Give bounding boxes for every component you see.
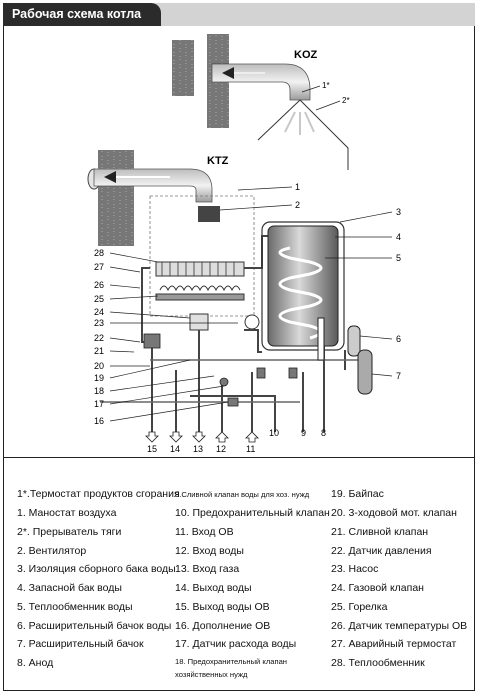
label-11: 11 bbox=[246, 444, 255, 454]
legend-item: 1. Маностат воздуха bbox=[17, 507, 117, 519]
label-18: 18 bbox=[94, 386, 104, 396]
leader-c2 bbox=[315, 100, 341, 111]
expansion-vessel-7 bbox=[357, 349, 373, 395]
legend-item: 9.Сливной клапан воды для хоз. нужд bbox=[175, 490, 310, 499]
label-25: 25 bbox=[94, 294, 104, 304]
leader-6 bbox=[359, 335, 393, 340]
label-10: 10 bbox=[269, 428, 279, 438]
label-13: 13 bbox=[193, 444, 203, 454]
label-6: 6 bbox=[396, 334, 401, 344]
leader-c1 bbox=[301, 85, 321, 93]
label-24: 24 bbox=[94, 307, 104, 317]
legend: 1*.Термостат продуктов сгорания 1. Манос… bbox=[3, 478, 475, 688]
legend-item: 21. Сливной клапан bbox=[331, 526, 429, 538]
label-4: 4 bbox=[396, 232, 401, 242]
legend-item: 24. Газовой клапан bbox=[331, 582, 424, 594]
legend-item: 10. Предохранительный клапан bbox=[175, 507, 330, 519]
label-2: 2 bbox=[295, 200, 300, 210]
legend-item: 2*. Прерыватель тяги bbox=[17, 526, 122, 538]
legend-item: 5. Теплообменник воды bbox=[17, 601, 133, 613]
legend-item: 6. Расширительный бачок воды bbox=[17, 620, 172, 632]
legend-item: 7. Расширительный бачок bbox=[17, 638, 144, 650]
leader-3 bbox=[339, 211, 393, 223]
label-1: 1 bbox=[295, 182, 300, 192]
legend-item: 1*.Термостат продуктов сгорания bbox=[17, 488, 180, 500]
legend-item: 12. Вход воды bbox=[175, 545, 244, 557]
ktz-label: KTZ bbox=[207, 155, 229, 167]
legend-item: 13. Вход газа bbox=[175, 563, 240, 575]
heat-exchanger bbox=[155, 261, 245, 277]
fan bbox=[198, 206, 220, 222]
leader-7 bbox=[371, 373, 393, 377]
boiler-diagram: KOZ 1* 2* KTZ 1 2 bbox=[87, 34, 401, 454]
tank-coil bbox=[278, 246, 323, 340]
label-5: 5 bbox=[396, 253, 401, 263]
legend-item: 8. Анод bbox=[17, 657, 54, 669]
anode bbox=[317, 317, 325, 361]
water-tank bbox=[267, 225, 339, 347]
legend-item: 17. Датчик расхода воды bbox=[175, 638, 297, 650]
expansion-vessel-6 bbox=[347, 325, 361, 357]
legend-item: 15. Выход воды ОВ bbox=[175, 601, 270, 613]
valves bbox=[143, 333, 298, 407]
label-16: 16 bbox=[94, 416, 104, 426]
label-15: 15 bbox=[147, 444, 157, 454]
label-7: 7 bbox=[396, 371, 401, 381]
label-9: 9 bbox=[301, 428, 306, 438]
label-8: 8 bbox=[321, 428, 326, 438]
legend-item: 3. Изоляция сборного бака воды bbox=[17, 563, 176, 575]
label-c1: 1* bbox=[322, 81, 330, 90]
label-27: 27 bbox=[94, 262, 104, 272]
legend-divider bbox=[3, 457, 475, 458]
label-21: 21 bbox=[94, 346, 104, 356]
legend-item: 16. Дополнение ОВ bbox=[175, 620, 271, 632]
legend-item: 27. Аварийный термостат bbox=[331, 638, 457, 650]
label-3: 3 bbox=[396, 207, 401, 217]
legend-item: 23. Насос bbox=[331, 563, 379, 575]
label-c2: 2* bbox=[342, 96, 350, 105]
koz-label: KOZ bbox=[294, 49, 318, 61]
water-tank-insulation bbox=[261, 221, 345, 351]
left-leader-lines bbox=[109, 252, 238, 422]
legend-item: 14. Выход воды bbox=[175, 582, 252, 594]
legend-item: 26. Датчик температуры ОВ bbox=[331, 620, 468, 632]
label-12: 12 bbox=[216, 444, 226, 454]
label-19: 19 bbox=[94, 373, 104, 383]
pump bbox=[244, 314, 260, 330]
gas-valve bbox=[189, 313, 209, 331]
legend-item: 11. Вход ОВ bbox=[175, 526, 234, 538]
legend-item: 25. Горелка bbox=[331, 601, 388, 613]
label-20: 20 bbox=[94, 361, 104, 371]
koz-draught-hood bbox=[257, 99, 349, 170]
leader-1 bbox=[237, 186, 293, 191]
legend-item: 20. 3-ходовой мот. клапан bbox=[331, 507, 457, 519]
wall-mid bbox=[98, 150, 134, 246]
legend-item: 18. Предохранительный клапан хозяйственн… bbox=[175, 657, 287, 679]
label-28: 28 bbox=[94, 248, 104, 258]
wall-top-left bbox=[172, 40, 194, 96]
koz-flow-lines bbox=[284, 111, 315, 135]
legend-item: 4. Запасной бак воды bbox=[17, 582, 122, 594]
legend-item: 28. Теплообменник bbox=[331, 657, 425, 669]
leader-2 bbox=[219, 204, 293, 211]
page-title: Рабочая схема котла bbox=[3, 3, 161, 26]
heat-exchanger-fins bbox=[161, 262, 235, 276]
label-14: 14 bbox=[170, 444, 180, 454]
label-23: 23 bbox=[94, 318, 104, 328]
burner-flames bbox=[159, 285, 241, 292]
label-26: 26 bbox=[94, 280, 104, 290]
bottom-arrows bbox=[145, 431, 259, 443]
legend-item: 19. Байпас bbox=[331, 488, 384, 500]
legend-item: 2. Вентилятор bbox=[17, 545, 87, 557]
burner bbox=[155, 293, 245, 301]
horizontal-pipes bbox=[100, 359, 362, 403]
label-17: 17 bbox=[94, 399, 104, 409]
label-22: 22 bbox=[94, 333, 104, 343]
legend-item: 22. Датчик давления bbox=[331, 545, 432, 557]
